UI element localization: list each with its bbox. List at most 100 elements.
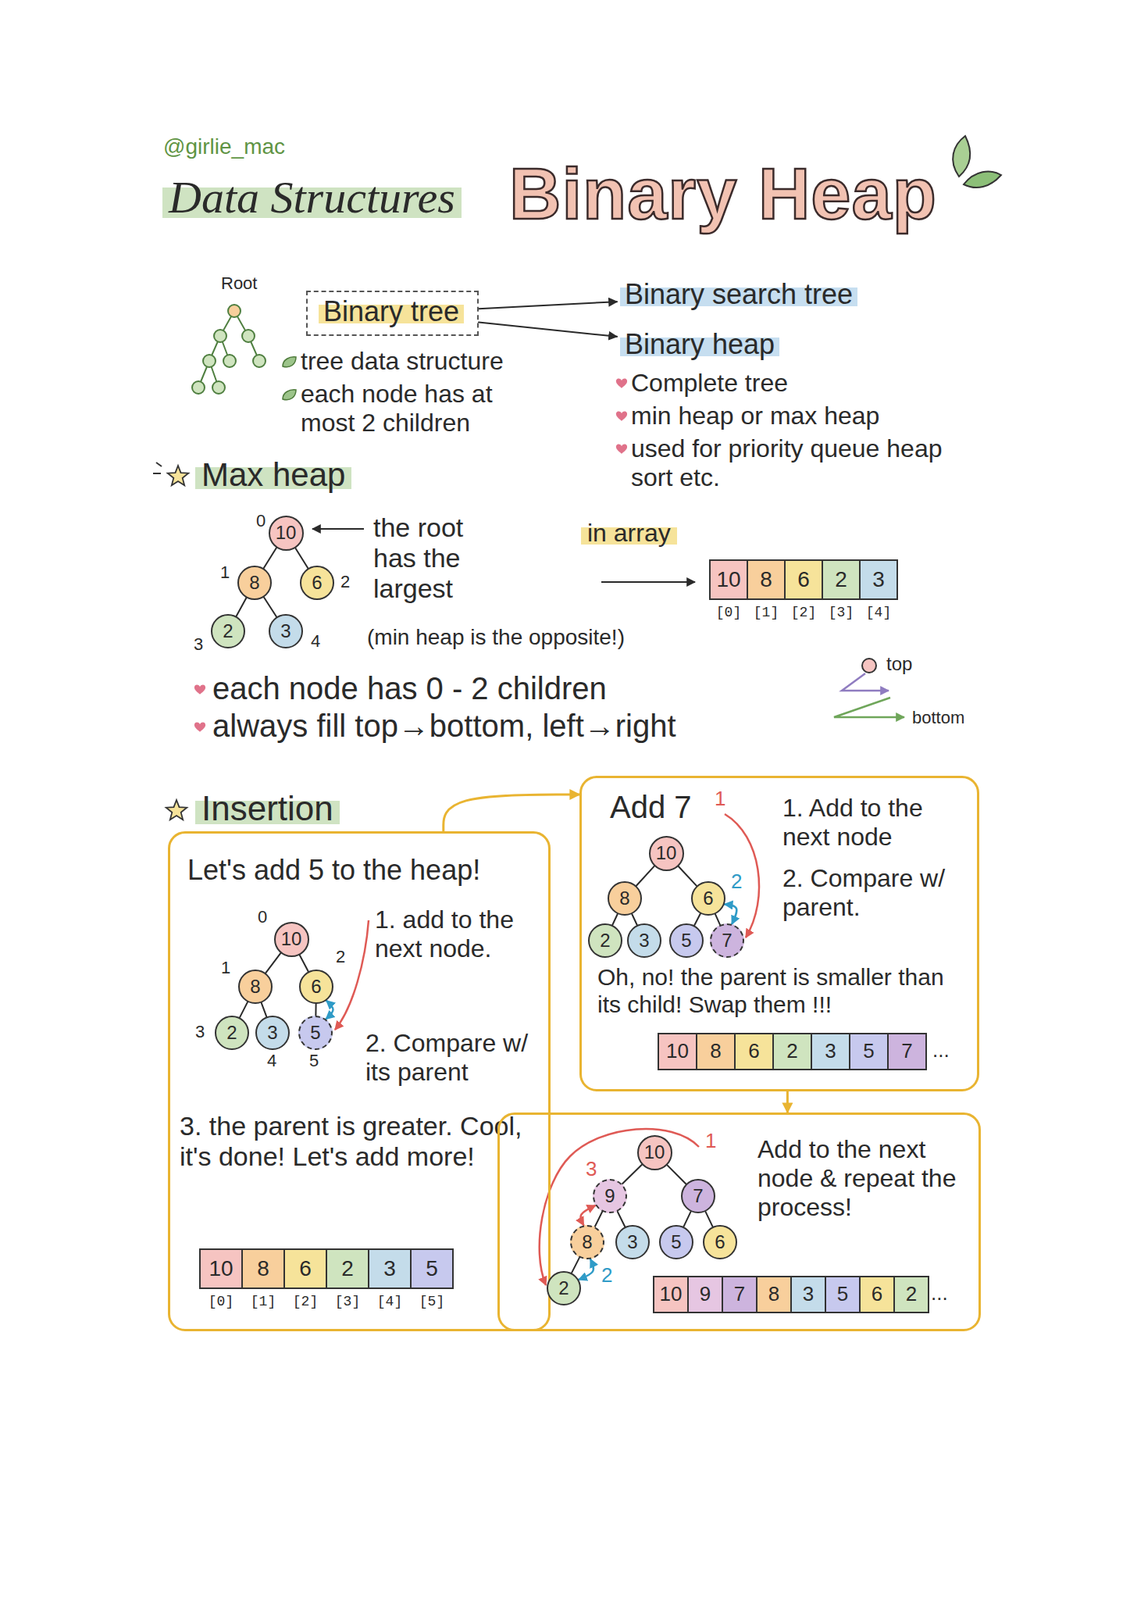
heap-node: 9 (592, 1178, 628, 1213)
tree-edge (677, 865, 697, 885)
array-index: [3] (821, 604, 861, 621)
array-cell: 6 (283, 1247, 328, 1289)
node-value: 5 (670, 1230, 681, 1253)
array-cell: 3 (367, 1247, 412, 1289)
array-cell: 7 (887, 1032, 927, 1070)
index-number: 1 (220, 562, 230, 582)
array-cell: 10 (199, 1247, 243, 1289)
direction-label: top (886, 652, 913, 675)
heap-node: 2 (210, 613, 246, 649)
bullet-text: always fill top→bottom, left→right (212, 707, 677, 744)
step-text: Add to the next node & repeat the proces… (757, 1134, 973, 1221)
heap-node: 8 (237, 565, 272, 600)
array-index: [1] (241, 1293, 286, 1310)
add-arrow (539, 1128, 699, 1285)
node-value: 8 (581, 1230, 592, 1253)
bullet-text: min heap or max heap (630, 401, 880, 431)
array-cell: 2 (821, 559, 861, 600)
category-label: Binary search tree (616, 278, 863, 313)
index-number: 3 (195, 1021, 205, 1041)
heart-bullet (194, 722, 206, 732)
array-index: [2] (283, 1293, 328, 1310)
array-cell: 6 (859, 1275, 895, 1313)
tree-dot (213, 329, 227, 343)
heap-node: 2 (214, 1015, 250, 1050)
array-index: [4] (859, 604, 899, 621)
bullet-text: each node has at most 2 children (300, 379, 535, 438)
series-title: Data Structures (162, 171, 462, 225)
array-cell: 2 (772, 1032, 813, 1070)
category-box: Binary tree (306, 290, 479, 336)
tree-edge (263, 596, 277, 617)
array-cell: 3 (859, 559, 899, 600)
heap-node: 3 (615, 1224, 650, 1259)
heap-node: 10 (637, 1134, 673, 1170)
index-number: 4 (267, 1050, 277, 1070)
heap-node: 3 (268, 613, 303, 649)
mini-tree (192, 304, 266, 394)
heap-node: 10 (274, 921, 310, 957)
heap-node: 6 (702, 1224, 738, 1259)
continuation-mark: ... (930, 1281, 949, 1305)
add-arrow (724, 813, 760, 938)
node-value: 6 (311, 571, 322, 594)
tree-edge (694, 913, 701, 926)
step-text: Oh, no! the parent is smaller than its c… (597, 963, 969, 1018)
category-name: Binary search tree (620, 278, 858, 311)
node-value: 8 (249, 975, 261, 998)
tree-edge (236, 597, 247, 616)
node-value: 6 (714, 1230, 725, 1253)
heap-node: 6 (299, 969, 334, 1004)
swap-arrow (724, 903, 738, 924)
callout-number: 1 (714, 787, 726, 811)
node-value: 8 (619, 887, 630, 909)
star-icon (167, 465, 189, 485)
heart-bullet (616, 444, 628, 454)
index-number: 5 (309, 1050, 319, 1070)
heap-node: 7 (680, 1178, 716, 1213)
tree-dot (192, 381, 205, 394)
node-value: 2 (222, 620, 233, 642)
heart-bullet (616, 378, 628, 389)
pointer-arrow (601, 581, 696, 583)
heap-node: 5 (659, 1224, 694, 1259)
tree-edge (683, 1211, 691, 1227)
node-value: 10 (655, 841, 678, 864)
callout-number: 1 (705, 1129, 717, 1153)
add-arrow (335, 919, 369, 1030)
node-value: 3 (638, 929, 649, 952)
note-text: in array (581, 518, 678, 548)
leaf (963, 171, 1002, 188)
tree-dot (242, 329, 255, 343)
step-text: 1. add to the next node. (374, 905, 543, 963)
tree-edge (617, 1211, 626, 1227)
tree-edge (631, 913, 638, 925)
step-text: 2. Compare w/ parent. (782, 863, 963, 922)
leaf-bullet (282, 356, 296, 368)
tree-edge (636, 866, 655, 886)
array-cell: 10 (652, 1275, 689, 1313)
array-cell: 8 (746, 559, 786, 600)
note-text: (min heap is the opposite!) (367, 624, 625, 650)
note-text: the root has the largest (373, 512, 510, 604)
flow-arrow (443, 794, 580, 831)
flow-arrow (786, 1090, 789, 1113)
heap-node: 5 (298, 1015, 333, 1050)
array-index: [3] (325, 1293, 370, 1310)
tree-edge (295, 547, 308, 568)
author-handle: @girlie_mac (163, 134, 286, 160)
section-heading: Insertion (195, 788, 340, 829)
array-index: [0] (709, 604, 749, 621)
callout-number: 2 (730, 869, 742, 894)
tree-edge (239, 1001, 248, 1018)
heap-node: 7 (709, 923, 745, 958)
node-value: 2 (558, 1276, 569, 1299)
node-value: 2 (226, 1021, 237, 1044)
leaf-bullet (282, 389, 296, 400)
node-value: 9 (604, 1184, 615, 1207)
array-cell: 6 (734, 1032, 774, 1070)
array-cell: 5 (848, 1032, 889, 1070)
index-number: 3 (193, 634, 204, 654)
